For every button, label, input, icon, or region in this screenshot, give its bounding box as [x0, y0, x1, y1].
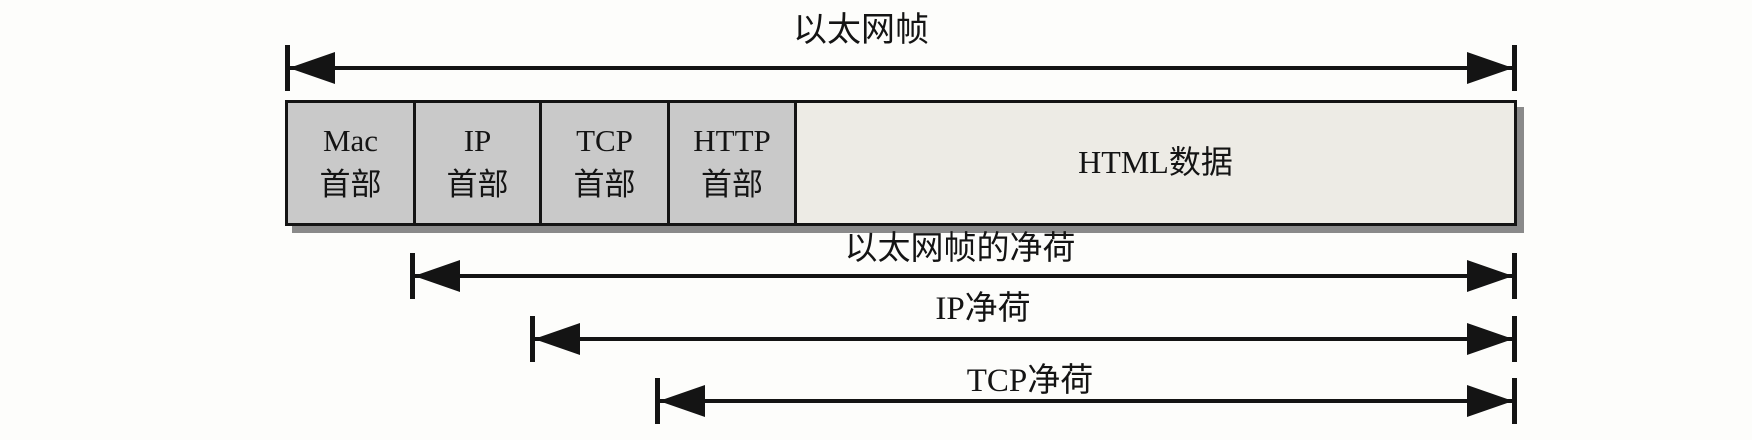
- right-arrowhead-icon: [1467, 52, 1513, 84]
- ip-header-box: IP 首部: [416, 103, 542, 223]
- tcp-payload-label: TCP净荷: [966, 363, 1094, 399]
- ip-payload-label: IP净荷: [935, 291, 1031, 327]
- html-data-box: HTML数据: [797, 103, 1514, 223]
- tcp-header-label-line1: TCP: [576, 122, 633, 158]
- right-arrowhead-icon: [1467, 323, 1513, 355]
- tcp-payload-span-arrow: [655, 378, 1517, 424]
- ethernet-frame-span-arrow: [285, 45, 1517, 91]
- ethernet-frame-label: 以太网帧: [793, 12, 929, 49]
- ethernet-payload-label: 以太网帧的净荷: [844, 231, 1076, 267]
- dimension-line: [412, 274, 1515, 278]
- left-extent-tick: [285, 45, 290, 91]
- ip-payload-span-arrow: [530, 316, 1517, 362]
- ip-header-label-line1: IP: [463, 122, 492, 158]
- http-header-label-line1: HTTP: [693, 122, 771, 158]
- mac-header-box: Mac 首部: [288, 103, 416, 223]
- left-extent-tick: [655, 378, 660, 424]
- frame-boxes-row: Mac 首部 IP 首部 TCP 首部 HTTP 首部 HTML数据: [285, 100, 1517, 226]
- right-extent-tick: [1512, 45, 1517, 91]
- left-arrowhead-icon: [414, 260, 460, 292]
- mac-header-label-line2: 首部: [319, 167, 382, 202]
- left-arrowhead-icon: [534, 323, 580, 355]
- right-arrowhead-icon: [1467, 385, 1513, 417]
- ethernet-payload-span-arrow: [410, 253, 1517, 299]
- tcp-header-label-line2: 首部: [573, 167, 636, 202]
- right-arrowhead-icon: [1467, 260, 1513, 292]
- http-header-label-line2: 首部: [701, 167, 763, 202]
- ip-header-label-line2: 首部: [446, 167, 509, 202]
- left-arrowhead-icon: [289, 52, 335, 84]
- right-extent-tick: [1512, 378, 1517, 424]
- right-extent-tick: [1512, 316, 1517, 362]
- left-arrowhead-icon: [659, 385, 705, 417]
- right-extent-tick: [1512, 253, 1517, 299]
- dimension-line: [657, 399, 1515, 403]
- mac-header-label-line1: Mac: [322, 122, 379, 158]
- dimension-line: [532, 337, 1515, 341]
- html-data-label: HTML数据: [1078, 144, 1233, 181]
- left-extent-tick: [410, 253, 415, 299]
- left-extent-tick: [530, 316, 535, 362]
- http-header-box: HTTP 首部: [670, 103, 797, 223]
- tcp-header-box: TCP 首部: [542, 103, 670, 223]
- dimension-line: [287, 66, 1515, 70]
